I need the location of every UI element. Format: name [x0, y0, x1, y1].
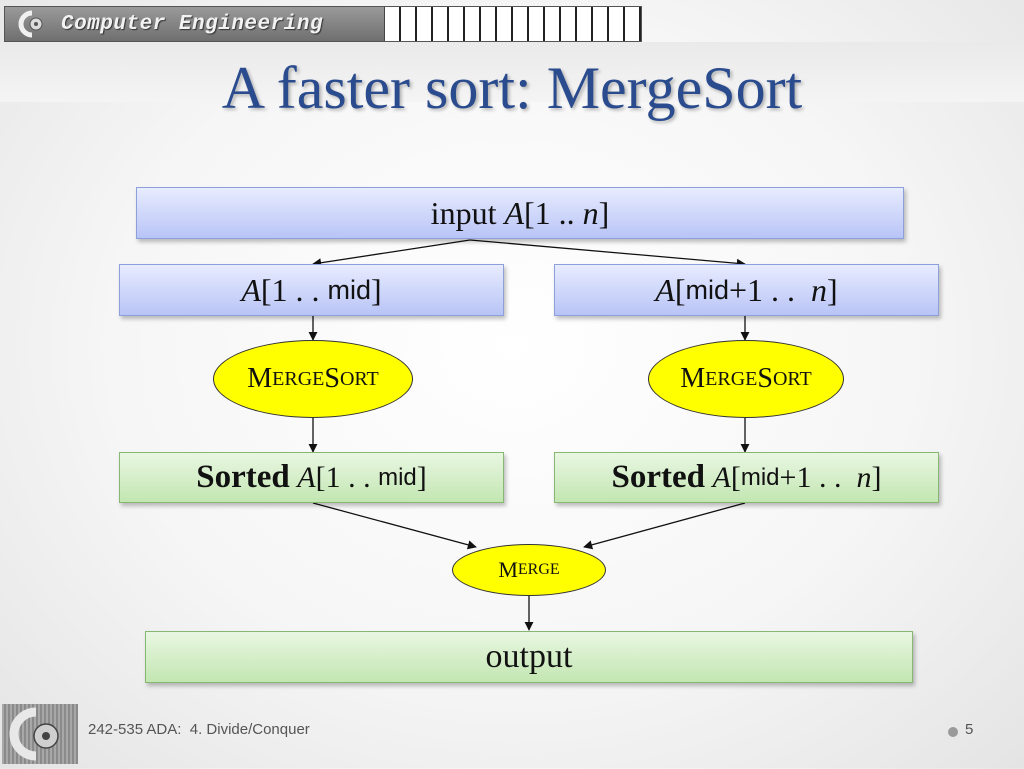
- arrow-input-to-left: [312, 239, 471, 268]
- right-half-close: ]: [827, 271, 838, 308]
- footer-bullet-icon: [948, 727, 958, 737]
- arrow-sorted-left-to-merge: [312, 502, 477, 550]
- ms-right-cap2: S: [757, 363, 773, 394]
- sorted-right-n: n: [856, 460, 872, 494]
- input-prefix: input: [430, 194, 505, 231]
- arrow-input-to-right: [469, 239, 746, 268]
- footer-page-number: 5: [965, 721, 974, 738]
- sorted-left-var: A: [297, 460, 316, 494]
- input-range: [1 ..: [524, 194, 583, 231]
- sorted-right-var: A: [712, 460, 731, 494]
- ms-left-small2: ORT: [339, 367, 379, 390]
- ms-left-cap2: S: [324, 363, 340, 394]
- ms-right-small1: ERGE: [705, 367, 758, 390]
- sorted-left-box: Sorted A[1 . . mid]: [119, 452, 504, 503]
- left-half-open: [1 . .: [260, 271, 328, 308]
- input-box: input A[1 .. n]: [136, 187, 904, 239]
- sorted-left-label: Sorted: [196, 459, 290, 495]
- ms-right-cap1: M: [680, 363, 706, 394]
- sorted-right-box: Sorted A[mid+1 . . n]: [554, 452, 939, 503]
- banner-stripes: [384, 7, 641, 41]
- merge-small: ERGE: [517, 561, 560, 578]
- right-half-mid: mid: [685, 274, 729, 305]
- right-half-n: n: [811, 271, 828, 308]
- ms-left-cap1: M: [247, 363, 273, 394]
- sorted-right-label: Sorted: [611, 459, 706, 495]
- input-close: ]: [598, 194, 610, 231]
- sorted-left-close: ]: [416, 460, 427, 494]
- banner-text: Computer Engineering: [61, 12, 324, 36]
- output-label: output: [485, 638, 573, 675]
- output-box: output: [145, 631, 913, 683]
- arrow-sorted-right-to-merge: [583, 502, 746, 550]
- left-half-var: A: [241, 271, 261, 308]
- footer-logo-icon: [2, 704, 78, 764]
- ms-left-small1: ERGE: [272, 367, 325, 390]
- sorted-right-open: [: [730, 460, 741, 494]
- slide-title: A faster sort: MergeSort: [221, 55, 803, 121]
- sorted-left-mid: mid: [378, 463, 417, 491]
- right-half-open: [: [674, 271, 686, 308]
- sorted-left-open: [1 . .: [315, 460, 379, 494]
- right-half-var: A: [655, 271, 675, 308]
- left-half-close: ]: [371, 271, 382, 308]
- sorted-right-close: ]: [871, 460, 882, 494]
- sorted-right-mid: mid: [740, 463, 780, 491]
- title-band: [0, 42, 1024, 102]
- left-half-box: A[1 . . mid]: [119, 264, 504, 316]
- input-var: A: [504, 194, 524, 231]
- left-half-mid: mid: [327, 274, 372, 305]
- input-n: n: [582, 194, 599, 231]
- right-half-rest: +1 . .: [729, 271, 812, 308]
- sorted-right-rest: +1 . .: [779, 460, 857, 494]
- right-half-box: A[mid+1 . . n]: [554, 264, 939, 316]
- merge-cap: M: [498, 557, 518, 582]
- header-banner: Computer Engineering: [4, 6, 642, 42]
- ce-logo-icon: [9, 9, 55, 39]
- footer-course: 242-535 ADA: 4. Divide/Conquer: [88, 721, 310, 738]
- ms-right-small2: ORT: [772, 367, 812, 390]
